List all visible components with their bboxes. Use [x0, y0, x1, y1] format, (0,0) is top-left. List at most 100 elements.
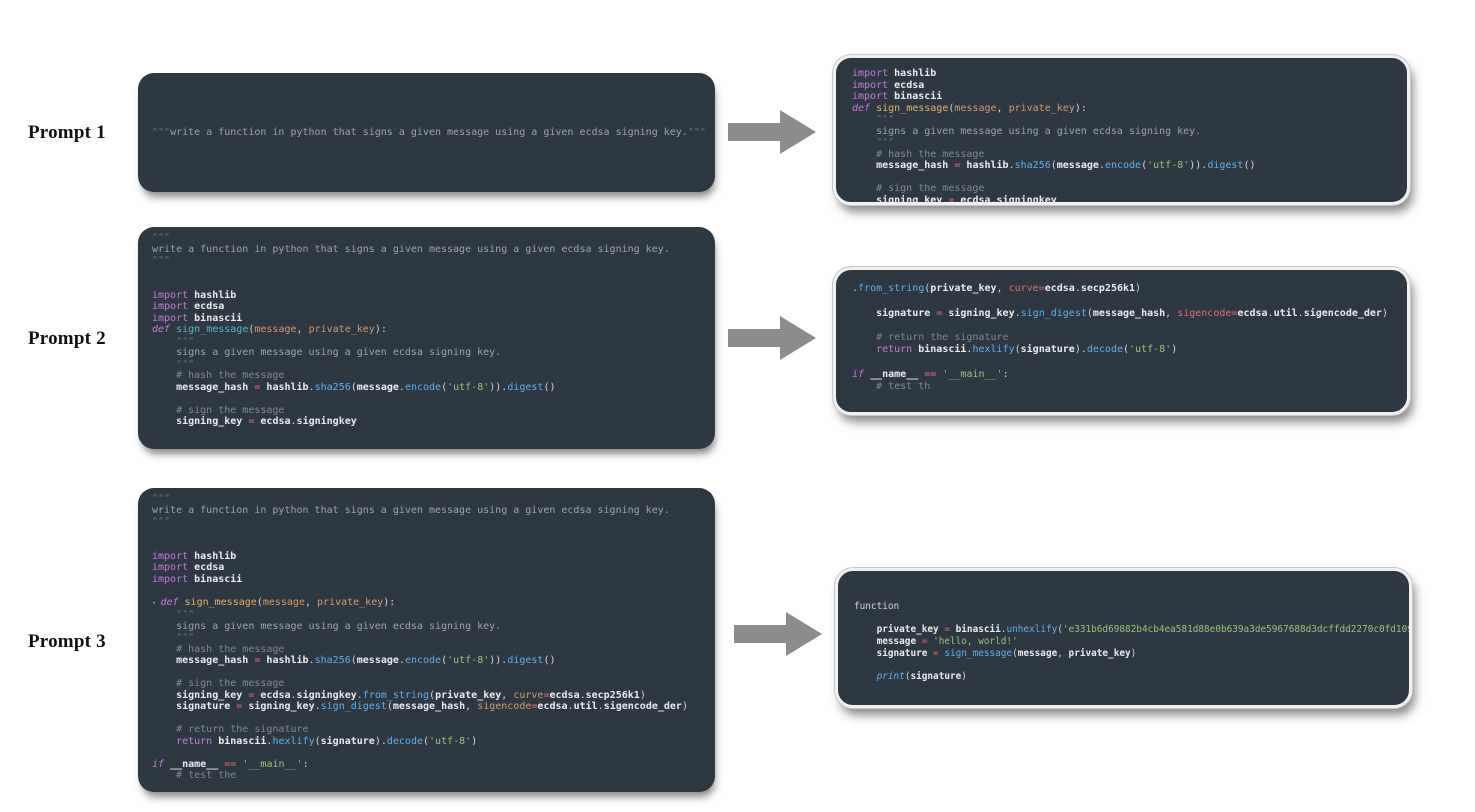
code-token: signingkey [296, 416, 357, 427]
code-token: = [921, 636, 928, 648]
code-token: = [936, 307, 943, 319]
code-token: util [1273, 307, 1298, 319]
code-token: . [356, 689, 363, 701]
code-token: sigencode_der [603, 701, 682, 712]
code-token: private_key [854, 624, 939, 636]
code-token: encode [1104, 160, 1142, 171]
code-token: def [852, 102, 871, 114]
code-line: """ [152, 359, 701, 371]
code-token: sign_message [176, 324, 249, 335]
code-line: print(signature) [854, 671, 1393, 683]
code-line: """ [852, 114, 1391, 126]
code-line [152, 528, 701, 540]
code-line: """ [152, 336, 701, 348]
code-token: , [1057, 647, 1069, 659]
code-token: # test th [852, 381, 931, 393]
code-line [152, 267, 701, 279]
code-token: . [1074, 283, 1081, 294]
code-token: hexlify [972, 344, 1015, 356]
code-token: sigencode= [1177, 307, 1238, 319]
code-token: """ [852, 114, 895, 125]
code-token: , [304, 596, 318, 608]
code-token: 'hello, world!' [933, 636, 1018, 648]
code-token: ecdsa [1044, 283, 1075, 294]
code-token: . [1000, 624, 1007, 636]
code-line: signing_key = ecdsa.signingkey [852, 194, 1391, 205]
code-line: signature = signing_key.sign_digest(mess… [152, 701, 701, 713]
code-token: binascii [918, 344, 967, 356]
arrow-right-icon [728, 110, 816, 154]
code-token: ( [314, 735, 321, 747]
code-line: signature = sign_message(message, privat… [854, 648, 1393, 660]
code-token: private_key [1068, 647, 1131, 659]
code-line: import ecdsa [152, 562, 701, 574]
code-token: . [308, 381, 315, 393]
code-token: ecdsa [894, 79, 925, 91]
code-token: ) [639, 689, 646, 701]
code-token: ( [948, 102, 955, 114]
code-line: # return the signature [852, 332, 1391, 344]
code-token: """ [152, 609, 195, 620]
code-token: __name__ [170, 758, 219, 770]
code-line: # hash the message [152, 644, 701, 656]
code-token: ( [350, 381, 357, 393]
code-token: import [152, 562, 189, 573]
code-token: private_key [308, 324, 375, 335]
code-token: ecdsa [260, 689, 291, 701]
code-token: . [990, 194, 997, 205]
code-token: . [1014, 307, 1021, 319]
code-token: ) [1130, 647, 1137, 659]
code-token: message [262, 596, 305, 608]
code-token: decode [1086, 344, 1123, 356]
code-line: import binascii [152, 574, 701, 586]
code-line: """ [152, 632, 701, 644]
code-token: hashlib [894, 68, 937, 79]
code-line: # sign the message [152, 678, 701, 690]
code-token: signing_key [248, 701, 315, 712]
code-token: ( [386, 701, 393, 712]
code-line: private_key = binascii.unhexlify('e331b6… [854, 624, 1409, 636]
prompt2-output-panel: .from_string(private_key, curve=ecdsa.se… [833, 267, 1410, 415]
code-token: ). [1074, 344, 1087, 356]
code-token: . [1008, 160, 1015, 171]
code-token: import [852, 91, 889, 102]
code-token: binascii [218, 735, 267, 747]
code-line: """ [152, 232, 701, 244]
code-token: ) [681, 701, 688, 712]
code-token: = [531, 701, 538, 712]
code-token: from_string [362, 689, 430, 701]
code-token: ecdsa [194, 562, 225, 573]
code-token: import [152, 573, 189, 585]
code-token: = [254, 655, 261, 666]
code-token: sign_message [184, 596, 257, 608]
code-token: # hash the message [152, 643, 285, 655]
prompt1-input-panel: """write a function in python that signs… [138, 73, 715, 192]
code-token: == [924, 369, 937, 381]
code-token: . [266, 735, 273, 747]
code-token: 'utf-8' [1147, 160, 1190, 171]
code-line: import hashlib [852, 68, 1391, 80]
code-token: # test the [152, 770, 237, 781]
prompt3-label: Prompt 3 [28, 631, 106, 652]
code-token: private_key [930, 283, 997, 294]
code-token: sign_message [876, 102, 949, 114]
code-line: write a function in python that signs a … [152, 244, 701, 256]
code-token: message [1017, 647, 1058, 659]
code-token: """ [852, 137, 895, 148]
code-token: ( [1050, 160, 1057, 171]
code-token: )). [489, 381, 508, 393]
code-line: # test th [852, 381, 1391, 393]
code-token: import [152, 312, 189, 324]
code-line: """ [152, 493, 701, 505]
code-token: : [1002, 369, 1009, 381]
code-token: sha256 [314, 655, 351, 666]
code-token: """ [152, 493, 171, 504]
code-token: signing_key [852, 194, 943, 205]
code-token: """ [152, 335, 195, 347]
code-line: import hashlib [152, 551, 701, 563]
code-token: signature [1020, 344, 1075, 356]
code-line: """ [852, 137, 1391, 149]
code-token: , [465, 701, 478, 712]
code-line: signs a given message using a given ecds… [152, 621, 701, 633]
